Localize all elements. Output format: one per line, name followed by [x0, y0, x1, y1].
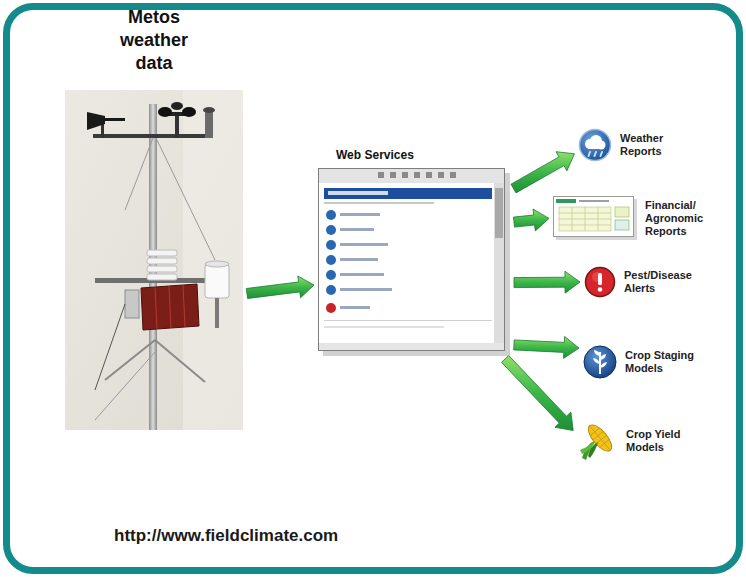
flow-arrow — [514, 271, 580, 293]
url-label: http://www.fieldclimate.com — [114, 526, 338, 546]
flow-arrow — [246, 276, 314, 299]
station-photo-node: Metos weather data — [65, 90, 243, 430]
output-label: Crop Staging Models — [625, 349, 705, 375]
web-services-screenshot — [318, 168, 510, 356]
output-label: Crop Yield Models — [626, 428, 692, 454]
output-item: Pest/Disease Alerts — [584, 266, 704, 298]
crop-stage-icon — [583, 344, 617, 380]
flow-arrow — [502, 356, 574, 431]
output-label: Financial/ Agronomic Reports — [645, 199, 711, 238]
weather-icon — [578, 128, 612, 162]
flow-arrow — [514, 336, 579, 358]
alert-icon — [584, 266, 616, 298]
web-services-node: Web Services — [318, 168, 510, 356]
output-item: Crop Yield Models — [576, 420, 692, 462]
report-thumbnail — [553, 196, 637, 240]
output-label: Weather Reports — [620, 132, 676, 158]
output-label: Pest/Disease Alerts — [624, 269, 704, 295]
flow-arrow — [511, 152, 575, 193]
corn-icon — [576, 420, 618, 462]
output-item: Weather Reports — [578, 128, 676, 162]
weather-station-photo — [65, 90, 243, 430]
station-heading: Metos weather data — [111, 6, 197, 75]
screen-heading: Web Services — [336, 148, 414, 162]
output-item: Financial/ Agronomic Reports — [553, 196, 711, 240]
output-item: Crop Staging Models — [583, 344, 705, 380]
flow-arrow — [514, 209, 550, 231]
